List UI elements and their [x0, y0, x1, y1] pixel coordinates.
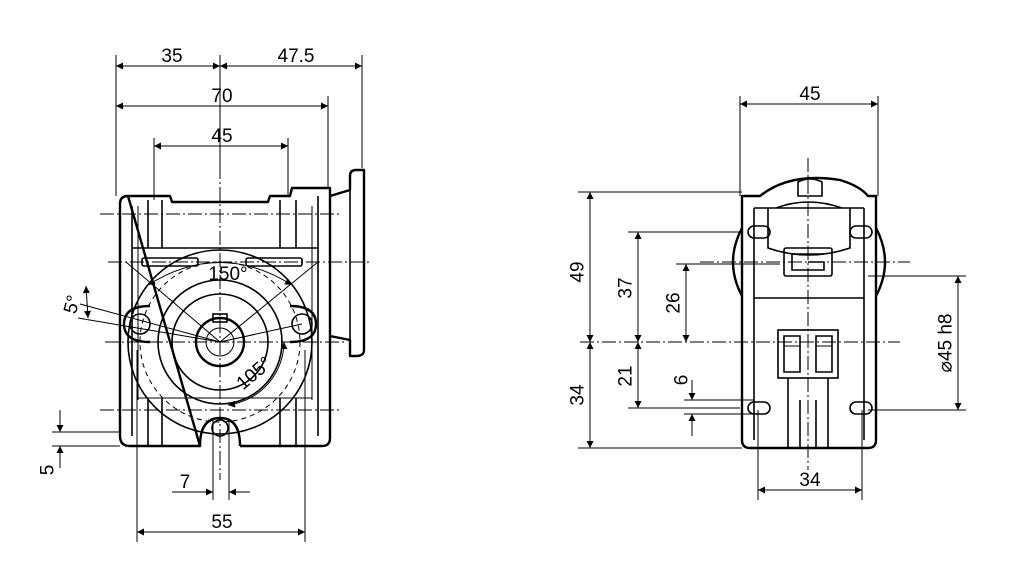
angle-5-ray-1 [79, 303, 221, 343]
front-lug-left [122, 304, 151, 344]
front-housing-inner-2 [137, 206, 313, 400]
front-top-slot-right [245, 257, 303, 267]
label-70: 70 [211, 86, 232, 107]
side-base-ribs [787, 378, 829, 448]
side-hole-tl [747, 225, 771, 239]
label-150-deg: 150° [208, 264, 247, 285]
label-phi45-h8: ⌀45 h8 [936, 314, 957, 373]
side-input-box [777, 329, 839, 379]
side-logo-box [783, 247, 833, 277]
side-housing-inner [753, 207, 865, 440]
label-26: 26 [664, 292, 685, 313]
label-35: 35 [161, 46, 182, 67]
side-top-cap-arc [775, 201, 843, 209]
label-45-side: 45 [799, 84, 820, 105]
side-hole-bl [747, 401, 771, 415]
angle-105-ray [219, 323, 303, 343]
side-housing-outline [740, 176, 878, 450]
front-flange-circle-outer [127, 249, 313, 435]
label-37: 37 [616, 277, 637, 298]
label-55: 55 [211, 512, 232, 533]
front-top-slot-left [141, 257, 199, 267]
angle-5-ray-2 [77, 317, 221, 343]
angle-150-arc [147, 262, 293, 286]
side-hole-tr [849, 225, 873, 239]
front-lug-right [289, 304, 318, 344]
label-5-deg: 5° [60, 293, 85, 316]
side-view: 45 34 [578, 84, 966, 500]
side-flange-left [731, 227, 744, 297]
angle-150-ray-left [125, 261, 221, 343]
side-oil-plug [797, 178, 823, 197]
angle-105-arc [227, 341, 288, 408]
front-lug-bottom-hole [211, 419, 229, 437]
angle-150-ray-right [219, 261, 319, 343]
front-keyway [212, 313, 228, 323]
label-105-deg: 105° [233, 353, 277, 394]
label-6: 6 [672, 375, 693, 386]
label-21: 21 [616, 365, 637, 386]
side-flange-right [874, 227, 887, 297]
front-output-flange [329, 168, 366, 358]
label-34-h: 34 [799, 470, 821, 491]
front-bolt-holes-top [100, 200, 340, 248]
front-housing-outline [118, 186, 332, 448]
label-7: 7 [180, 472, 191, 493]
angle-5-arc [82, 285, 92, 319]
side-input-windows [783, 335, 833, 373]
label-5: 5 [38, 465, 59, 476]
front-housing-inner [131, 196, 319, 436]
label-47-5: 47.5 [278, 46, 315, 67]
front-view: 35 47.5 70 45 55 [52, 46, 372, 542]
label-45-front: 45 [211, 126, 232, 147]
label-49: 49 [568, 261, 589, 282]
label-34-v: 34 [568, 384, 589, 406]
side-top-cap [767, 208, 851, 256]
side-logo-glyph [791, 253, 825, 271]
side-hole-br [849, 401, 873, 415]
